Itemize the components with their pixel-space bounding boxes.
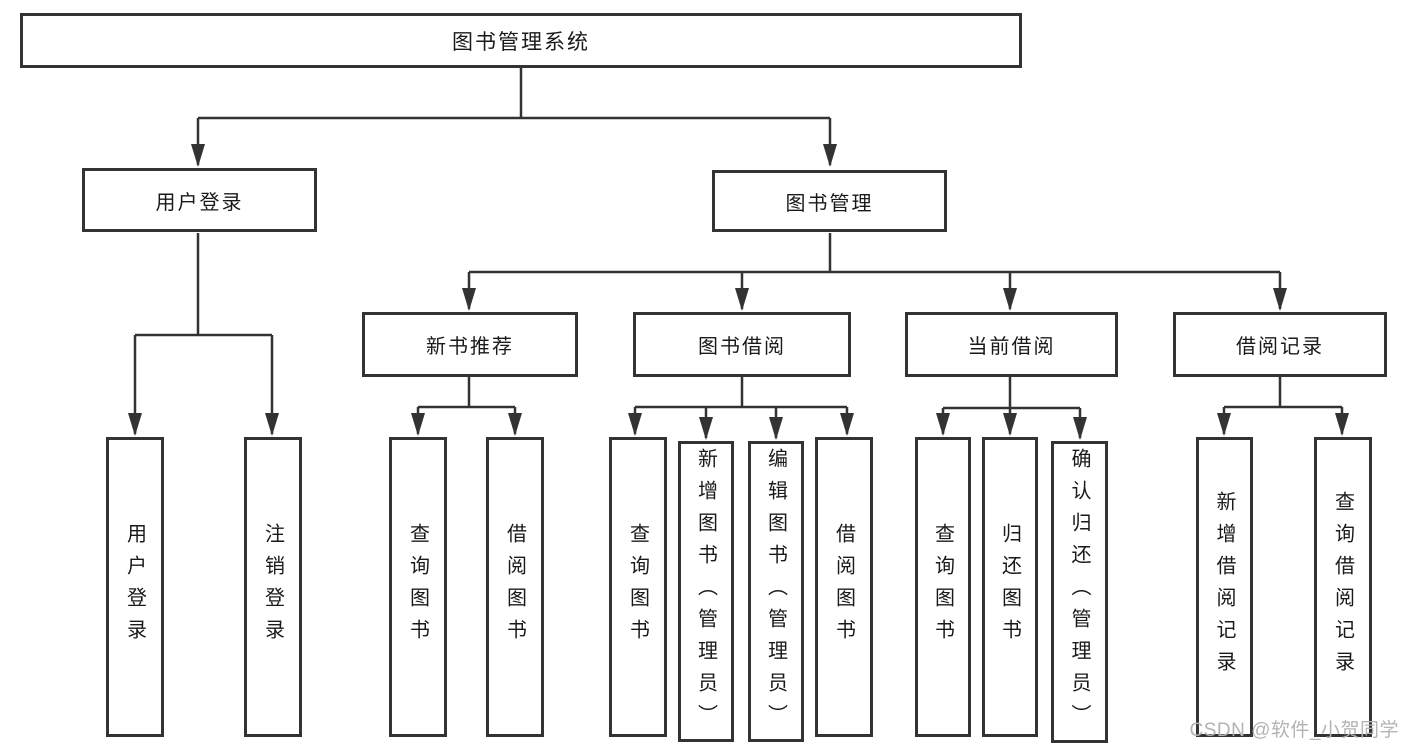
leaf-user-login: 用户登录 (106, 437, 164, 737)
arrow-down-icon (462, 288, 476, 311)
leaf-return-book: 归还图书 (982, 437, 1038, 737)
leaf-edit-book-admin: 编辑图书（管理员） (748, 441, 804, 742)
node-new-book-recommend: 新书推荐 (362, 312, 578, 377)
leaf-add-borrow-record-label: 新增借阅记录 (1213, 491, 1235, 683)
node-library-system-label: 图书管理系统 (452, 30, 590, 54)
arrow-down-icon (508, 413, 522, 436)
node-book-borrow: 图书借阅 (633, 312, 851, 377)
connector-record-group (1222, 377, 1344, 434)
arrow-down-icon (1003, 413, 1017, 436)
connector-borrow-group (633, 377, 849, 438)
leaf-borrow-books: 借阅图书 (815, 437, 873, 737)
arrow-down-icon (1335, 413, 1349, 436)
leaf-edit-book-admin-label: 编辑图书（管理员） (764, 447, 787, 736)
watermark: CSDN @软件_小贺同学 (1189, 720, 1399, 741)
leaf-query-books-current-label: 查询图书 (931, 523, 954, 651)
connector-mgmt-branch (467, 233, 1282, 309)
arrow-down-icon (411, 413, 425, 436)
node-current-borrow-label: 当前借阅 (967, 336, 1056, 358)
node-book-borrow-label: 图书借阅 (698, 336, 786, 358)
connector-paths (133, 67, 1344, 438)
leaf-query-books-recommend-label: 查询图书 (406, 523, 429, 651)
arrow-down-icon (840, 413, 854, 436)
leaf-borrow-books-recommend-label: 借阅图书 (503, 523, 526, 651)
arrow-down-icon (699, 417, 713, 440)
arrow-down-icon (769, 417, 783, 440)
arrow-down-icon (191, 144, 205, 167)
leaf-query-books-recommend: 查询图书 (389, 437, 447, 737)
arrow-down-icon (628, 413, 642, 436)
arrow-down-icon (823, 144, 837, 167)
leaf-query-borrow-record-label: 查询借阅记录 (1331, 491, 1354, 683)
connector-arrowheads (128, 144, 1349, 440)
leaf-confirm-return-admin: 确认归还（管理员） (1051, 441, 1108, 743)
arrow-down-icon (735, 288, 749, 311)
leaf-return-book-label: 归还图书 (998, 523, 1021, 651)
leaf-query-borrow-record: 查询借阅记录 (1314, 437, 1372, 737)
node-library-system: 图书管理系统 (20, 13, 1022, 68)
arrow-down-icon (936, 413, 950, 436)
node-user-login-label: 用户登录 (155, 191, 244, 214)
connector-root-to-level2 (196, 67, 832, 165)
leaf-add-book-admin: 新增图书（管理员） (678, 441, 734, 742)
leaf-borrow-books-recommend: 借阅图书 (486, 437, 544, 737)
leaf-logout-login-label: 注销登录 (261, 523, 284, 651)
connector-user-branch (133, 233, 274, 434)
leaf-query-books-current: 查询图书 (915, 437, 971, 737)
node-user-login: 用户登录 (82, 168, 317, 232)
arrow-down-icon (1003, 288, 1017, 311)
leaf-user-login-label: 用户登录 (123, 523, 146, 651)
node-book-management-label: 图书管理 (785, 192, 874, 215)
arrow-down-icon (1073, 417, 1087, 440)
leaf-confirm-return-admin-label: 确认归还（管理员） (1068, 448, 1090, 736)
node-book-management: 图书管理 (712, 170, 947, 232)
node-borrow-records: 借阅记录 (1173, 312, 1387, 377)
arrow-down-icon (1273, 288, 1287, 311)
leaf-add-borrow-record: 新增借阅记录 (1196, 437, 1253, 737)
arrow-down-icon (1217, 413, 1231, 436)
arrow-down-icon (128, 413, 142, 436)
leaf-add-book-admin-label: 新增图书（管理员） (694, 447, 717, 736)
arrow-down-icon (265, 413, 279, 436)
node-borrow-records-label: 借阅记录 (1236, 336, 1324, 358)
leaf-borrow-books-label: 借阅图书 (832, 523, 855, 651)
node-current-borrow: 当前借阅 (905, 312, 1118, 377)
leaf-query-books-borrow-label: 查询图书 (626, 523, 649, 651)
node-new-book-recommend-label: 新书推荐 (426, 336, 514, 358)
leaf-query-books-borrow: 查询图书 (609, 437, 667, 737)
leaf-logout-login: 注销登录 (244, 437, 302, 737)
connector-newbook-group (416, 377, 517, 434)
